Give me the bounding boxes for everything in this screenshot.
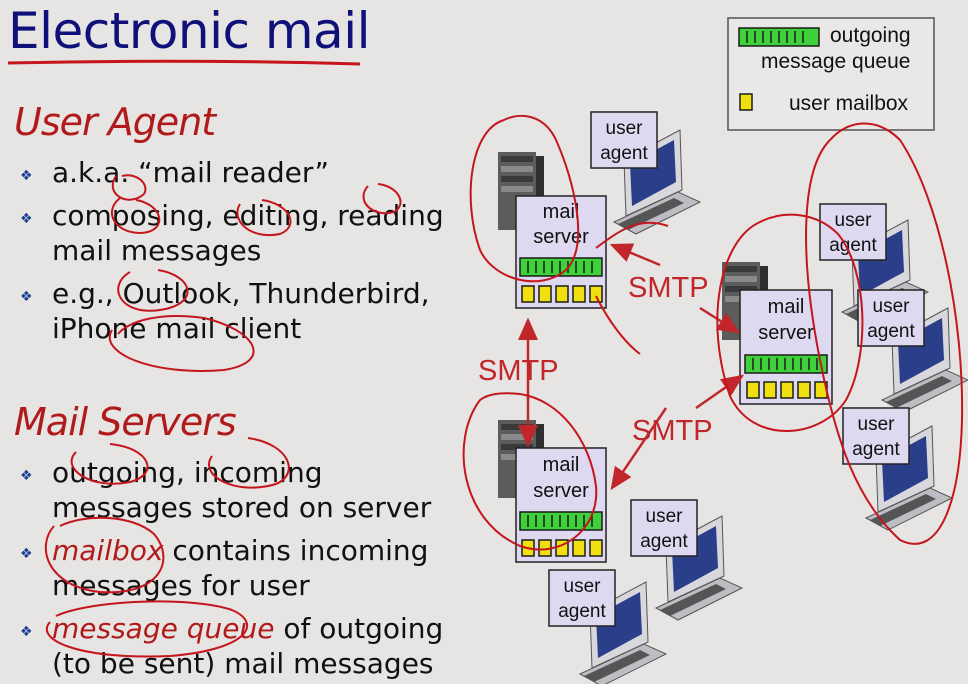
user-agent-4: user agent (842, 407, 953, 531)
legend: outgoing message queue user mailbox (727, 17, 935, 131)
agent-label-1: user (873, 296, 911, 317)
mailbox-term: mailbox (52, 534, 164, 567)
ua-bullet-3-line-2: iPhone mail client (52, 312, 302, 345)
mail-server-bottom: mail server (498, 420, 607, 563)
legend-mailbox-label: user mailbox (789, 92, 909, 115)
user-agent-3: user agent (857, 289, 968, 413)
user-mailboxes (521, 539, 603, 557)
agent-label-2: agent (829, 235, 877, 256)
ms-bullet-2-rest: contains incoming (163, 534, 429, 567)
ms-bullet-3-line-1: message queue of outgoing (52, 611, 443, 646)
user-mailboxes (521, 285, 603, 303)
bullet-icon: ❖ (20, 468, 33, 484)
agent-label-2: agent (852, 439, 900, 460)
message-queue (519, 511, 603, 531)
bullet-icon: ❖ (20, 546, 33, 562)
bullet-icon: ❖ (20, 168, 33, 184)
agent-label-2: agent (558, 601, 606, 622)
user-agent-heading: User Agent (14, 100, 216, 144)
legend-queue-label-1: outgoing (830, 24, 911, 47)
ms-bullet-2-line-1: mailbox contains incoming (52, 533, 428, 568)
mail-servers-heading: Mail Servers (14, 400, 237, 444)
ua-bullet-2-line-1: composing, editing, reading (52, 199, 444, 232)
agent-label-1: user (835, 210, 873, 231)
mail-server-right: mail server (722, 262, 833, 405)
ms-bullet-2-line-2: messages for user (52, 569, 310, 602)
mail-server-top: mail server (498, 152, 607, 309)
user-mailboxes (746, 381, 828, 399)
handwritten-annotations (44, 114, 964, 658)
bullet-icon: ❖ (20, 624, 33, 640)
bullet-icon: ❖ (20, 211, 33, 227)
agent-label-2: agent (640, 531, 688, 552)
slide-title: Electronic mail (8, 2, 370, 60)
smtp-label-bottom: SMTP (632, 415, 713, 447)
ua-bullet-3-line-1: e.g., Outlook, Thunderbird, (52, 277, 430, 310)
smtp-label-left: SMTP (478, 355, 559, 387)
agent-label-1: user (858, 414, 896, 435)
agent-label-2: agent (867, 321, 915, 342)
message-queue (519, 257, 603, 277)
smtp-arrows (518, 243, 745, 491)
user-agent-6: user agent (548, 569, 667, 684)
server-label-1: mail (543, 201, 580, 223)
agent-label-1: user (564, 576, 602, 597)
agent-label-1: user (646, 506, 684, 527)
ms-bullet-3-line-2: (to be sent) mail messages (52, 647, 434, 680)
user-agent-1: user agent (590, 111, 701, 235)
legend-queue-label-2: message queue (761, 50, 910, 73)
smtp-label-top: SMTP (628, 272, 709, 304)
mailbox-legend-swatch (739, 93, 753, 111)
server-label-2: server (758, 322, 814, 344)
ua-bullet-2-line-2: mail messages (52, 234, 262, 267)
agent-label-1: user (606, 118, 644, 139)
ua-bullet-1: a.k.a. “mail reader” (52, 156, 330, 189)
agent-label-2: agent (600, 143, 648, 164)
message-queue (744, 354, 828, 374)
title-underline (7, 59, 361, 66)
server-label-2: server (533, 480, 589, 502)
bullet-icon: ❖ (20, 289, 33, 305)
ms-bullet-3-rest: of outgoing (274, 612, 444, 645)
user-agent-5: user agent (630, 499, 743, 621)
server-label-2: server (533, 226, 589, 248)
user-agent-2: user agent (819, 203, 929, 325)
server-label-1: mail (768, 296, 805, 318)
server-label-1: mail (543, 454, 580, 476)
